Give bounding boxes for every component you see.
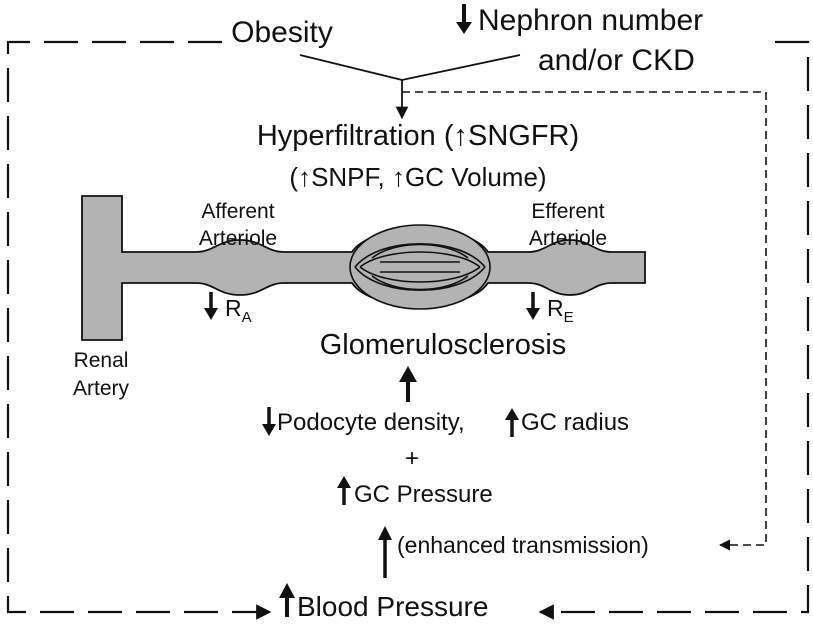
renal-label: Renal bbox=[74, 349, 129, 372]
podocyte-down-arrow-head-icon bbox=[262, 424, 276, 436]
transmission-up-arrow-head-icon bbox=[378, 526, 392, 540]
afferent-label: Afferent bbox=[201, 200, 274, 223]
obesity-label: Obesity bbox=[231, 16, 333, 49]
feedback-loop-dashed-line bbox=[6, 40, 272, 620]
efferent-arteriole-label: Arteriole bbox=[529, 227, 607, 250]
down-arrow-head-icon bbox=[456, 22, 472, 34]
ra-down-arrow-head-icon bbox=[204, 308, 218, 320]
blood-pressure-label: Blood Pressure bbox=[297, 591, 488, 622]
ckd-label: and/or CKD bbox=[538, 44, 695, 77]
glomerulosclerosis-label: Glomerulosclerosis bbox=[320, 329, 567, 361]
efferent-label: Efferent bbox=[531, 200, 604, 223]
ra-label: RA bbox=[225, 295, 252, 326]
podocyte-density-label: Podocyte density, bbox=[277, 409, 465, 436]
up-arrow-head-icon bbox=[399, 366, 417, 382]
gc-radius-up-arrow-head-icon bbox=[505, 408, 519, 420]
artery-label: Artery bbox=[73, 377, 130, 400]
plus-sign: + bbox=[405, 445, 419, 472]
feedback-loop-dashed-line-right bbox=[538, 40, 810, 620]
glomerulus bbox=[349, 224, 491, 310]
enhanced-transmission-label: (enhanced transmission) bbox=[397, 532, 649, 558]
re-label: RE bbox=[547, 295, 574, 326]
transmission-dashed-line bbox=[402, 91, 767, 551]
blood-pressure-up-arrow-head-icon bbox=[279, 583, 295, 598]
re-down-arrow-head-icon bbox=[526, 308, 540, 320]
nephron-number-label: Nephron number bbox=[478, 4, 703, 37]
afferent-arteriole-label: Arteriole bbox=[199, 227, 277, 250]
gc-radius-label: GC radius bbox=[521, 409, 629, 436]
gc-pressure-up-arrow-head-icon bbox=[337, 476, 351, 488]
converge-line bbox=[299, 54, 521, 81]
gc-pressure-label: GC Pressure bbox=[354, 481, 493, 508]
hyperfiltration-label: Hyperfiltration (↑SNGFR) bbox=[257, 120, 579, 152]
hyperfiltration-sub-label: (↑SNPF, ↑GC Volume) bbox=[289, 162, 546, 192]
